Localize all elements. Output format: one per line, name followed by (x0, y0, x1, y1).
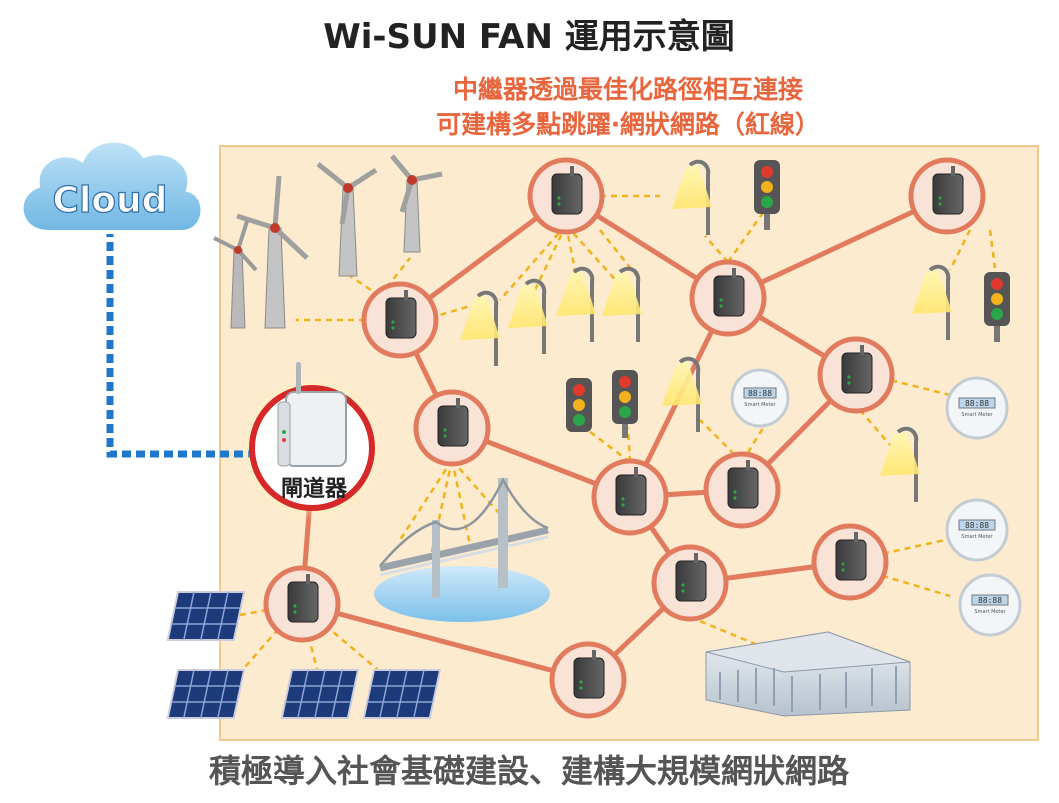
subtitle-line-2: 可建構多點跳躍‧網狀網路（紅線） (436, 110, 820, 139)
street-light-icon (672, 159, 712, 235)
gateway-label: 閘道器 (281, 476, 348, 502)
meter-display: 88:88 (978, 596, 1002, 605)
page-title: Wi-SUN FAN 運用示意圖 (323, 17, 735, 57)
traffic-light-icon (984, 272, 1010, 342)
solar-panel-icon (280, 669, 360, 719)
repeater-node[interactable] (908, 157, 986, 235)
meter-label: Smart Meter (961, 412, 993, 418)
repeater-node[interactable] (703, 451, 781, 529)
traffic-light-icon (754, 160, 780, 230)
repeater-node[interactable] (413, 389, 491, 467)
solar-panel-icon (362, 669, 442, 719)
bridge-icon (374, 477, 550, 622)
repeater-node[interactable] (549, 641, 627, 719)
repeater-device-icon (551, 166, 583, 215)
cloud-icon: Cloud (19, 138, 205, 234)
repeater-node[interactable] (811, 523, 889, 601)
cloud-backhaul-link (106, 228, 250, 458)
cloud-label: Cloud (53, 180, 168, 221)
smart-meter-icon: 88:88 Smart Meter (730, 368, 790, 428)
meter-display: 88:88 (748, 389, 772, 398)
repeater-device-icon (437, 398, 469, 447)
repeater-node[interactable] (527, 157, 605, 235)
repeater-device-icon (573, 650, 605, 699)
subtitle-line-1: 中繼器透過最佳化路徑相互連接 (453, 75, 803, 104)
wind-turbine-icon (236, 175, 309, 329)
repeater-device-icon (713, 268, 745, 317)
repeater-node[interactable] (689, 259, 767, 337)
street-light-icon (912, 264, 952, 340)
street-light-icon (508, 278, 548, 354)
smart-meter-icon: 88:88 Smart Meter (958, 573, 1022, 637)
smart-meter-icon: 88:88 Smart Meter (945, 376, 1009, 440)
meter-label: Smart Meter (974, 609, 1006, 615)
building-icon (705, 631, 911, 717)
meter-display: 88:88 (965, 521, 989, 530)
solar-panel-icon (166, 591, 246, 641)
repeater-device-icon (615, 467, 647, 516)
repeater-node[interactable] (817, 336, 895, 414)
repeater-device-icon (841, 345, 873, 394)
repeater-node[interactable] (651, 544, 729, 622)
footer-caption: 積極導入社會基礎建設、建構大規模網狀網路 (209, 752, 850, 790)
repeater-node[interactable] (361, 281, 439, 359)
wind-turbine-icon (316, 162, 378, 277)
wind-turbine-icon (390, 154, 443, 253)
street-light-icon (460, 290, 500, 366)
street-light-icon (662, 356, 702, 432)
street-light-icon (556, 266, 596, 342)
traffic-light-icon (612, 370, 638, 438)
repeater-device-icon (675, 553, 707, 602)
meter-label: Smart Meter (961, 534, 993, 540)
repeater-device-icon (835, 532, 867, 581)
repeater-node[interactable] (263, 565, 341, 643)
wind-turbine-icon (213, 217, 258, 329)
repeater-device-icon (727, 460, 759, 509)
street-light-icon (880, 426, 920, 502)
gateway-node[interactable]: 閘道器 (240, 362, 384, 520)
solar-panel-icon (166, 669, 246, 719)
repeater-node[interactable] (591, 458, 669, 536)
repeater-device-icon (932, 166, 964, 215)
street-light-icon (602, 266, 642, 342)
smart-meter-icon: 88:88 Smart Meter (945, 498, 1009, 562)
repeater-device-icon (385, 290, 417, 339)
router-icon (277, 362, 347, 467)
meter-display: 88:88 (965, 399, 989, 408)
traffic-light-icon (566, 378, 592, 432)
meter-label: Smart Meter (744, 402, 776, 408)
repeater-device-icon (287, 574, 319, 623)
